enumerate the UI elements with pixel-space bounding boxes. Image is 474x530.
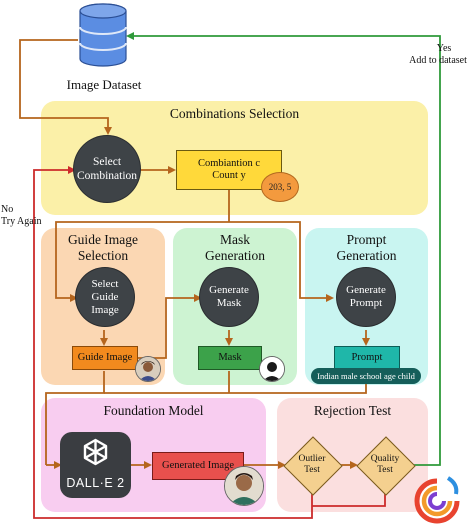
- combination-box-line1: Combiantion c: [197, 158, 261, 169]
- guide-image-avatar: [135, 356, 161, 382]
- guide-node-line2: Guide: [91, 290, 119, 303]
- guide-title-line2: Selection: [77, 248, 129, 263]
- mask-output-label: Mask: [218, 352, 242, 363]
- quality-test-line1: Quality: [370, 454, 400, 464]
- rejection-title: Rejection Test: [313, 403, 392, 418]
- prompt-example-text: Indian male school age child: [317, 371, 415, 381]
- guide-title-line1: Guide Image: [67, 232, 139, 247]
- mask-node-line1: Generate: [209, 284, 249, 296]
- arrow-to-prompt: [229, 221, 334, 302]
- prompt-output-label: Prompt: [351, 352, 383, 363]
- mask-title-line1: Mask: [220, 232, 250, 247]
- openai-logo-icon: [83, 438, 108, 466]
- arrow-quality-fail: [312, 493, 386, 507]
- combinations-title: Combinations Selection: [169, 106, 300, 121]
- select-combination-line1: Select: [92, 156, 122, 168]
- prompt-title-line1: Prompt: [346, 232, 387, 247]
- outlier-test-line2: Test: [304, 465, 320, 475]
- generated-image-avatar: [224, 466, 264, 506]
- arrow-to-guide: [55, 221, 229, 302]
- guide-image-output: Guide Image: [72, 346, 138, 370]
- arrow-dataset-to-select: [19, 39, 112, 135]
- mask-avatar: [259, 356, 285, 382]
- arrow-guide-to-mask: [136, 294, 202, 359]
- swirl-logo-icon: [414, 476, 460, 524]
- dataset-label: Image Dataset: [66, 77, 142, 92]
- mask-title-line2: Generation: [205, 248, 265, 263]
- outlier-test-line1: Outlier: [298, 454, 326, 464]
- arrow-prompt-merge: [104, 384, 367, 394]
- prompt-example: Indian male school age child: [311, 368, 421, 384]
- edge-label-add-to-dataset: Add to dataset: [409, 55, 467, 66]
- prompt-node-line2: Prompt: [349, 297, 383, 309]
- guide-node-line3: Image: [91, 303, 119, 316]
- arrow-no-try-again: [33, 166, 313, 519]
- quality-test-line2: Test: [377, 465, 393, 475]
- combination-count-text: 203, 5: [268, 182, 292, 192]
- arrow-yes-add: [126, 32, 441, 466]
- dalle-model-card: DALL·E 2: [60, 432, 131, 498]
- arrow-guide-to-model: [45, 371, 105, 465]
- combination-count-badge: 203, 5: [262, 173, 298, 201]
- edge-label-yes: Yes: [436, 43, 452, 54]
- prompt-node-line1: Generate: [346, 284, 386, 296]
- combination-box-line2: Count y: [212, 170, 246, 181]
- guide-image-output-label: Guide Image: [77, 352, 133, 363]
- prompt-title-line2: Generation: [336, 248, 397, 263]
- edge-label-try-again: Try Again: [1, 216, 42, 227]
- dalle-model-label: DALL·E 2: [66, 476, 125, 490]
- mask-node-line2: Mask: [216, 297, 242, 309]
- edge-label-no: No: [1, 204, 14, 215]
- prompt-output: Prompt: [334, 346, 400, 370]
- foundation-title: Foundation Model: [103, 403, 204, 418]
- guide-node-line1: Select: [91, 277, 119, 290]
- generated-image-label: Generated Image: [162, 460, 234, 471]
- select-combination-line2: Combination: [76, 170, 138, 182]
- database-icon: [79, 3, 127, 67]
- mask-output: Mask: [198, 346, 262, 370]
